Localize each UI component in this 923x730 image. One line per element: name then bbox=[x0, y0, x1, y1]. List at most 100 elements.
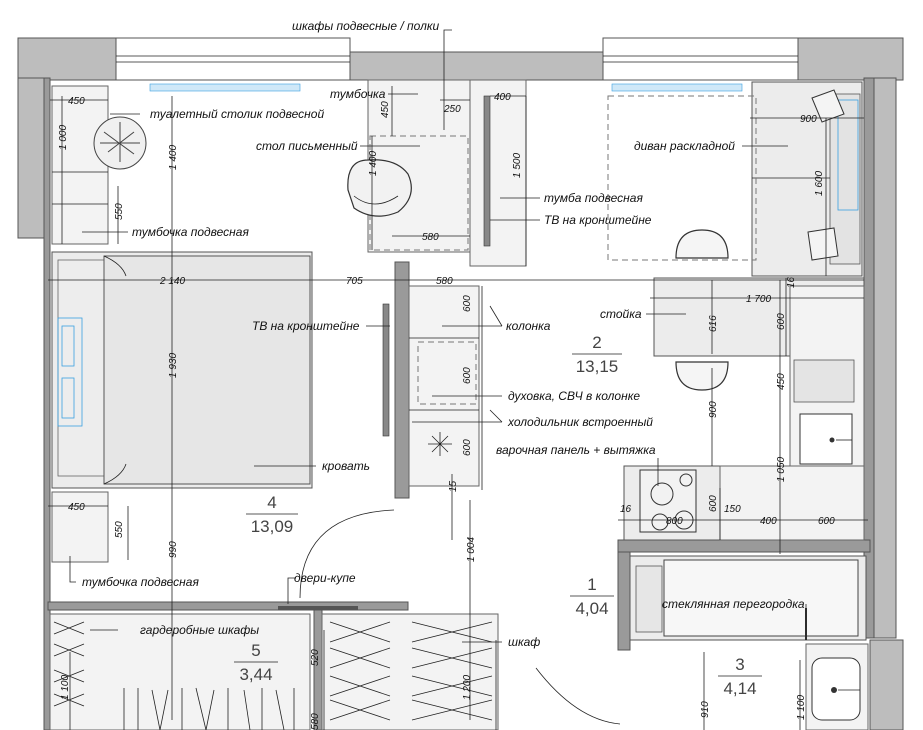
bar-stools bbox=[675, 229, 729, 391]
bed bbox=[51, 251, 313, 489]
tv-stand bbox=[469, 79, 527, 267]
dim-250: 250 bbox=[443, 104, 461, 115]
desk-chair bbox=[347, 159, 412, 217]
exterior-wall-right bbox=[873, 77, 897, 639]
dim-580-wardrobe: 580 bbox=[310, 713, 321, 730]
dim-1050: 1 050 bbox=[776, 457, 787, 482]
wall-bathroom-left bbox=[617, 551, 631, 651]
dim-600-fridge: 600 bbox=[462, 439, 473, 456]
dim-580: 580 bbox=[422, 232, 439, 243]
room-1-area: 4,04 bbox=[575, 599, 608, 618]
wardrobe-left bbox=[49, 613, 311, 730]
room-3-area: 4,14 bbox=[723, 679, 756, 698]
dim-1400-desk: 1 400 bbox=[368, 151, 379, 176]
exterior-wall-right-lower bbox=[869, 639, 904, 730]
dim-550-nightstand: 550 bbox=[114, 521, 125, 538]
door-swing-bedroom bbox=[299, 509, 395, 599]
dim-800: 800 bbox=[666, 516, 683, 527]
dim-1700: 1 700 bbox=[746, 294, 771, 305]
room-5-tag: 5 3,44 bbox=[234, 641, 278, 684]
exterior-wall-top-middle bbox=[349, 51, 604, 81]
dim-1600: 1 600 bbox=[814, 171, 825, 196]
radiator-right bbox=[611, 83, 743, 92]
room-2-tag: 2 13,15 bbox=[572, 333, 622, 376]
label-column: колонка bbox=[506, 319, 551, 333]
dim-600-counter: 600 bbox=[776, 313, 787, 330]
dim-600-column: 600 bbox=[462, 295, 473, 312]
wardrobe-right bbox=[321, 613, 499, 730]
dim-990: 990 bbox=[168, 541, 179, 558]
hob bbox=[623, 465, 721, 541]
bathtub bbox=[629, 555, 867, 641]
sliding-door bbox=[278, 606, 358, 610]
dim-910: 910 bbox=[700, 701, 711, 718]
room-2-area: 13,15 bbox=[576, 357, 619, 376]
dim-600-oven: 600 bbox=[462, 367, 473, 384]
dim-450-nightstand: 450 bbox=[68, 502, 85, 513]
room-5-area: 3,44 bbox=[239, 665, 272, 684]
dim-450-counter: 450 bbox=[776, 373, 787, 390]
label-sofa: диван раскладной bbox=[634, 139, 735, 153]
dim-450-desk: 450 bbox=[380, 101, 391, 118]
label-tv-bracket-left: ТВ на кронштейне bbox=[252, 319, 360, 333]
room-4-number: 4 bbox=[267, 493, 276, 512]
label-vanity: туалетный столик подвесной bbox=[150, 107, 324, 121]
dimension-lines bbox=[48, 86, 868, 730]
label-fridge: холодильник встроенный bbox=[507, 415, 653, 429]
dim-16: 16 bbox=[786, 276, 797, 288]
dim-1100-bath: 1 100 bbox=[796, 695, 807, 720]
wall-bathroom-top bbox=[617, 539, 871, 553]
dim-400-counter: 400 bbox=[760, 516, 777, 527]
room-4-tag: 4 13,09 bbox=[246, 493, 298, 536]
dim-1000: 1 000 bbox=[58, 125, 69, 150]
dim-1004: 1 004 bbox=[466, 537, 477, 562]
dim-15: 15 bbox=[448, 480, 459, 492]
label-glass-partition: стеклянная перегородка bbox=[662, 597, 805, 611]
tv-right bbox=[483, 95, 491, 247]
wall-wardrobe-right bbox=[313, 609, 323, 730]
radiator-left bbox=[149, 83, 301, 92]
dim-1100: 1 100 bbox=[60, 675, 71, 700]
room-3-number: 3 bbox=[735, 655, 744, 674]
window-left bbox=[115, 37, 351, 81]
label-wardrobe: шкаф bbox=[508, 635, 540, 649]
hanging-nightstand bbox=[51, 491, 109, 563]
dim-600-run: 600 bbox=[818, 516, 835, 527]
exterior-wall-top-left bbox=[17, 37, 117, 81]
dim-520: 520 bbox=[310, 649, 321, 666]
dim-1500: 1 500 bbox=[512, 153, 523, 178]
label-hob: варочная панель + вытяжка bbox=[496, 443, 656, 457]
dim-705: 705 bbox=[346, 276, 363, 287]
room-3-tag: 3 4,14 bbox=[718, 655, 762, 698]
room-1-tag: 1 4,04 bbox=[570, 575, 614, 618]
kitchen-column bbox=[408, 285, 480, 487]
dim-600-hob: 600 bbox=[708, 495, 719, 512]
dim-400: 400 bbox=[494, 92, 511, 103]
dim-900-stool: 900 bbox=[708, 401, 719, 418]
label-tv-bracket-right: ТВ на кронштейне bbox=[544, 213, 652, 227]
window-right bbox=[602, 37, 799, 81]
label-wardrobes: гардеробные шкафы bbox=[140, 623, 259, 637]
dim-616: 616 bbox=[708, 315, 719, 332]
label-wall-cabinets: шкафы подвесные / полки bbox=[292, 19, 439, 33]
label-nightstand: тумбочка bbox=[330, 87, 386, 101]
tv-left bbox=[382, 303, 390, 437]
label-bar-counter: стойка bbox=[600, 307, 642, 321]
wall-left bbox=[43, 77, 51, 730]
dim-1930: 1 930 bbox=[168, 353, 179, 378]
dim-900: 900 bbox=[800, 114, 817, 125]
washbasin bbox=[805, 643, 869, 730]
vanity-area bbox=[51, 85, 109, 245]
label-oven: духовка, СВЧ в колонке bbox=[508, 389, 640, 403]
exterior-wall-left-upper bbox=[17, 77, 45, 239]
dim-16-hob: 16 bbox=[620, 504, 632, 515]
room-5-number: 5 bbox=[251, 641, 260, 660]
room-2-number: 2 bbox=[592, 333, 601, 352]
room-1-number: 1 bbox=[587, 575, 596, 594]
door-swing-entrance bbox=[535, 667, 621, 725]
wall-right bbox=[863, 77, 875, 639]
label-bed: кровать bbox=[322, 459, 370, 473]
room-4-area: 13,09 bbox=[251, 517, 294, 536]
label-desk: стол письменный bbox=[256, 139, 358, 153]
